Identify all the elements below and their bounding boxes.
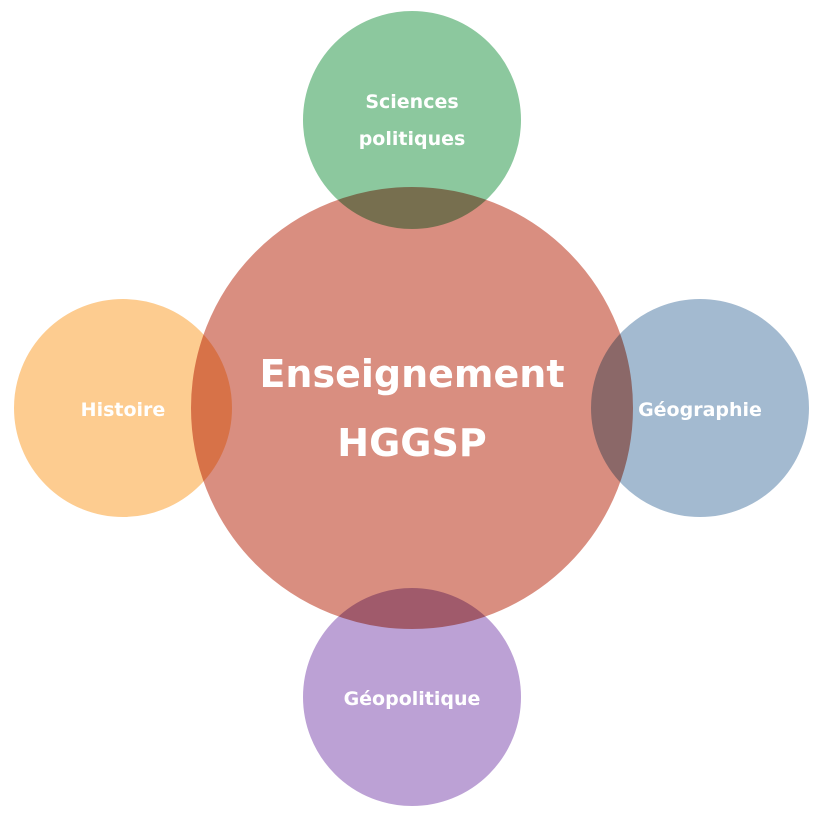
geographie-label: Géographie bbox=[638, 399, 762, 421]
center-title-line2: HGGSP bbox=[337, 421, 486, 465]
sciences-politiques-label-line2: politiques bbox=[359, 128, 466, 150]
center-circle bbox=[189, 185, 635, 631]
sciences-politiques-circle bbox=[301, 9, 523, 231]
sciences-politiques-label-line1: Sciences bbox=[365, 91, 458, 113]
histoire-label: Histoire bbox=[81, 399, 166, 421]
histoire-circle bbox=[12, 297, 234, 519]
center-title-line1: Enseignement bbox=[259, 352, 564, 396]
geographie-circle bbox=[589, 297, 811, 519]
geopolitique-label: Géopolitique bbox=[344, 688, 481, 710]
geopolitique-circle bbox=[301, 586, 523, 808]
